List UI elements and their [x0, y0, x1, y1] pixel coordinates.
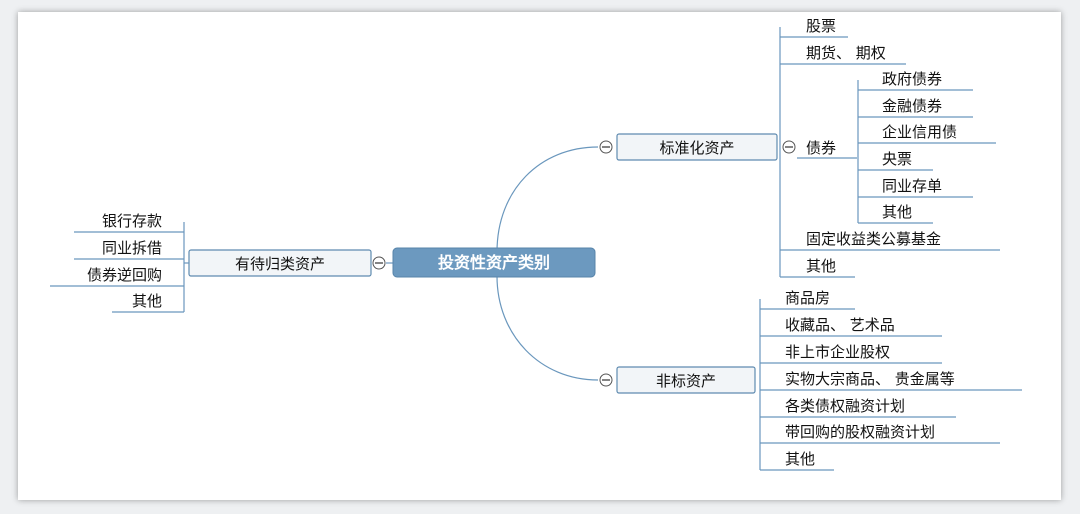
leaf-label: 企业信用债 [882, 123, 957, 141]
root-label: 投资性资产类别 [438, 253, 550, 272]
node-pending-assets[interactable]: 有待归类资产 [188, 249, 386, 277]
leaf-item[interactable]: 其他 [112, 292, 184, 313]
leaf-label: 非上市企业股权 [785, 343, 890, 361]
leaf-label: 期货、 期权 [806, 44, 886, 62]
leaf-item[interactable]: 其他 [760, 450, 834, 471]
leaf-label: 同业拆借 [102, 239, 162, 257]
leaf-item[interactable]: 固定收益类公募基金 [780, 230, 1000, 251]
leaf-item[interactable]: 金融债券 [858, 97, 973, 118]
leaf-item[interactable]: 其他 [858, 203, 933, 224]
leaf-label: 股票 [806, 17, 836, 35]
leaf-label: 带回购的股权融资计划 [785, 423, 935, 441]
leaf-label: 收藏品、 艺术品 [785, 316, 895, 334]
leaf-label: 实物大宗商品、 贵金属等 [785, 370, 955, 388]
leaf-label: 债券 [806, 139, 836, 157]
leaf-label: 同业存单 [882, 177, 942, 195]
leaf-label: 商品房 [785, 289, 830, 307]
leaf-label: 其他 [132, 292, 162, 310]
leaf-item[interactable]: 央票 [858, 150, 933, 171]
leaf-label: 固定收益类公募基金 [806, 230, 941, 248]
leaf-label: 债券逆回购 [87, 266, 162, 284]
root-node[interactable]: 投资性资产类别 [392, 247, 596, 278]
leaf-label: 其他 [806, 257, 836, 275]
leaf-item[interactable]: 实物大宗商品、 贵金属等 [760, 370, 1022, 391]
leaf-item[interactable]: 银行存款 [74, 212, 184, 233]
leaf-item[interactable]: 商品房 [760, 289, 855, 310]
leaf-label: 金融债券 [882, 97, 942, 115]
leaf-item[interactable]: 债券逆回购 [50, 266, 184, 287]
leaf-item[interactable]: 带回购的股权融资计划 [760, 423, 1000, 444]
leaf-label: 政府债券 [882, 70, 942, 88]
bonds-node[interactable]: 债券 [797, 139, 857, 159]
node-label: 有待归类资产 [235, 255, 325, 273]
leaf-label: 央票 [882, 150, 912, 168]
connector-nonstandard [496, 275, 599, 381]
leaf-label: 各类债权融资计划 [785, 397, 905, 415]
node-label: 标准化资产 [659, 139, 734, 157]
leaf-item[interactable]: 其他 [780, 257, 855, 278]
leaf-label: 银行存款 [102, 212, 162, 230]
node-nonstandard-assets[interactable]: 非标资产 [599, 366, 756, 394]
connector-standard [496, 146, 599, 253]
node-standard-assets[interactable]: 标准化资产 [599, 133, 778, 161]
leaf-label: 其他 [882, 203, 912, 221]
leaf-item[interactable]: 各类债权融资计划 [760, 397, 956, 418]
leaf-item[interactable]: 非上市企业股权 [760, 343, 942, 364]
leaf-item[interactable]: 同业存单 [858, 177, 973, 198]
leaf-label: 其他 [785, 450, 815, 468]
leaf-item[interactable]: 股票 [780, 17, 848, 38]
leaf-item[interactable]: 同业拆借 [74, 239, 184, 260]
node-label: 非标资产 [656, 372, 716, 390]
leaf-item[interactable]: 政府债券 [858, 70, 973, 91]
bond-collapse[interactable] [782, 140, 796, 154]
leaf-item[interactable]: 收藏品、 艺术品 [760, 316, 942, 337]
leaf-item[interactable]: 企业信用债 [858, 123, 996, 144]
leaf-item[interactable]: 期货、 期权 [780, 44, 906, 65]
